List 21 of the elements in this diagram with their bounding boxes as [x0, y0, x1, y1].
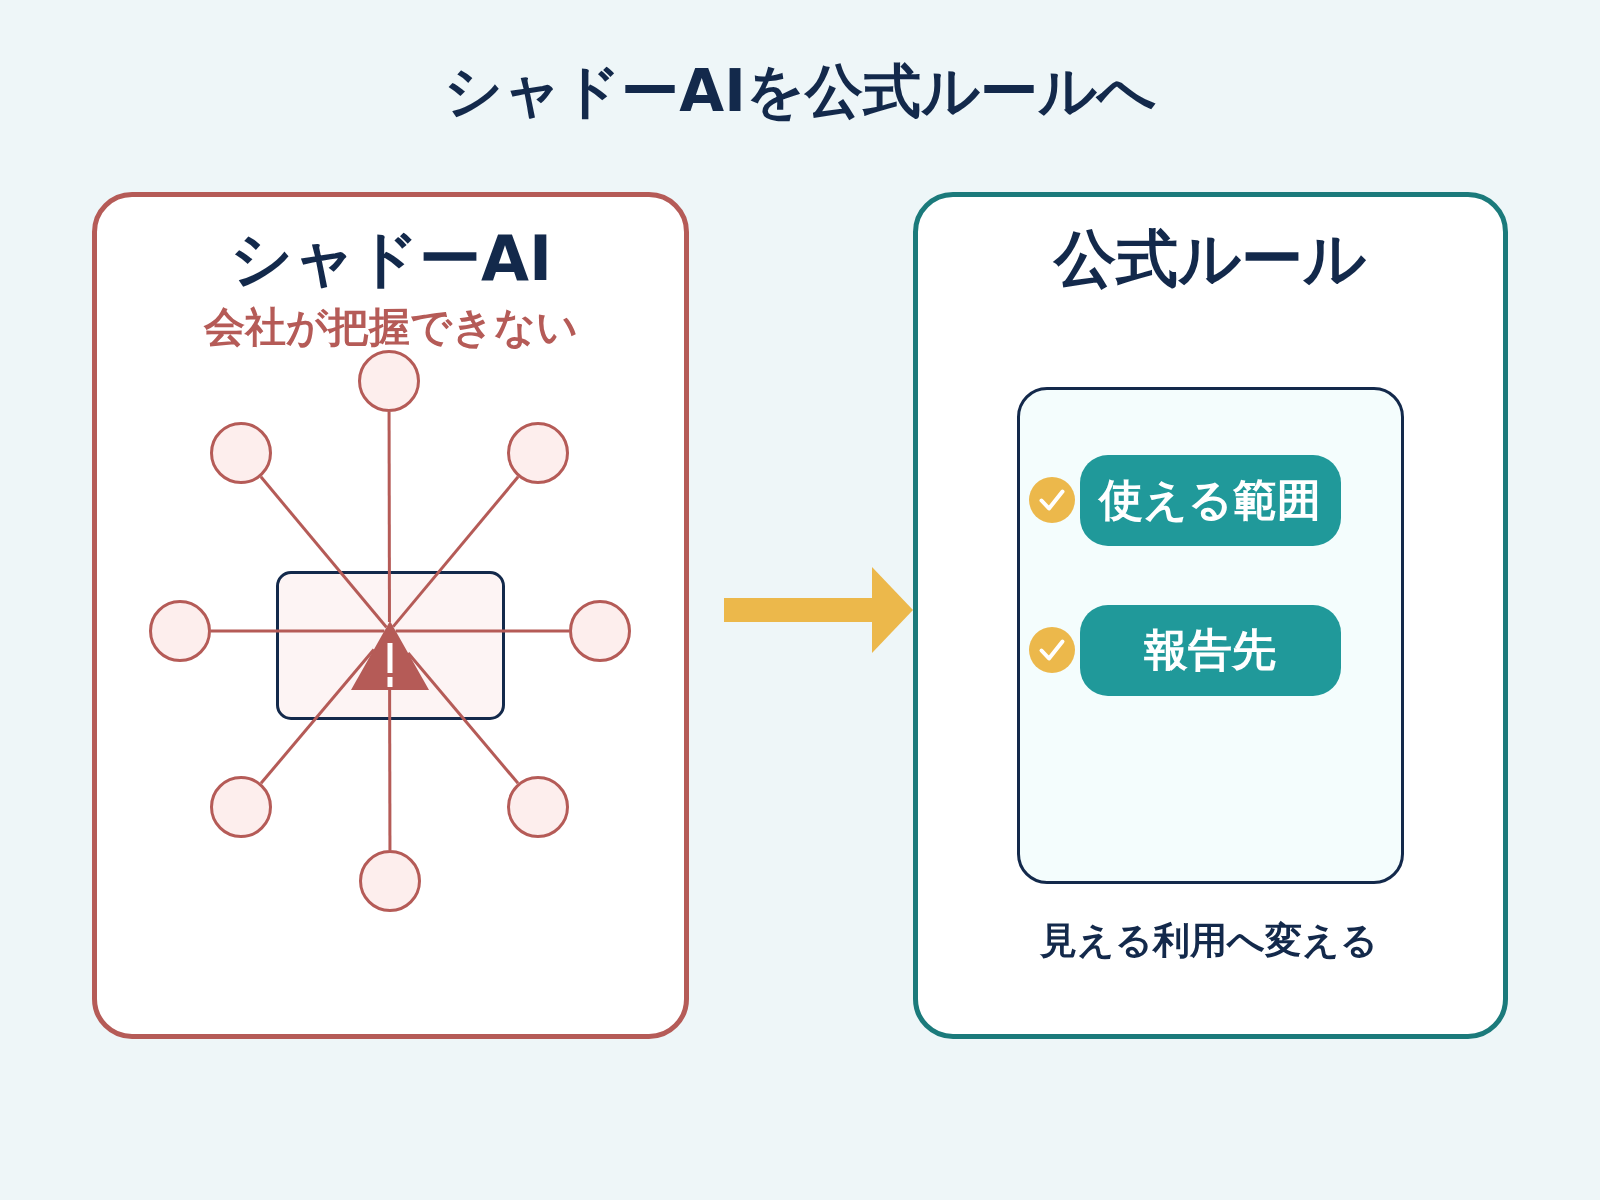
- connector-line: [211, 629, 385, 633]
- connector-line: [387, 412, 391, 622]
- panel-heading: 公式ルール: [1054, 224, 1366, 294]
- panel-text: 見える利用へ変える: [1040, 920, 1378, 962]
- warning-triangle: [350, 620, 429, 690]
- title: シャドーAIを公式ルールへ: [444, 60, 1156, 124]
- connector-line: [259, 475, 388, 629]
- connector-line: [392, 475, 520, 628]
- connector-line: [395, 629, 569, 633]
- connector-line: [388, 690, 392, 850]
- subtitle: 会社が把握できない: [204, 305, 578, 351]
- rule-tag: 使える範囲: [1079, 454, 1341, 546]
- rules-card: [1017, 387, 1404, 884]
- connector-line: [259, 648, 376, 785]
- block-arrow: [724, 567, 913, 653]
- panel-heading: シャドーAI: [229, 224, 553, 294]
- panel: [913, 192, 1508, 1039]
- panel: [92, 192, 689, 1039]
- connector-line: [407, 652, 520, 785]
- rule-tag: 報告先: [1079, 604, 1341, 696]
- warning-box: [276, 571, 505, 720]
